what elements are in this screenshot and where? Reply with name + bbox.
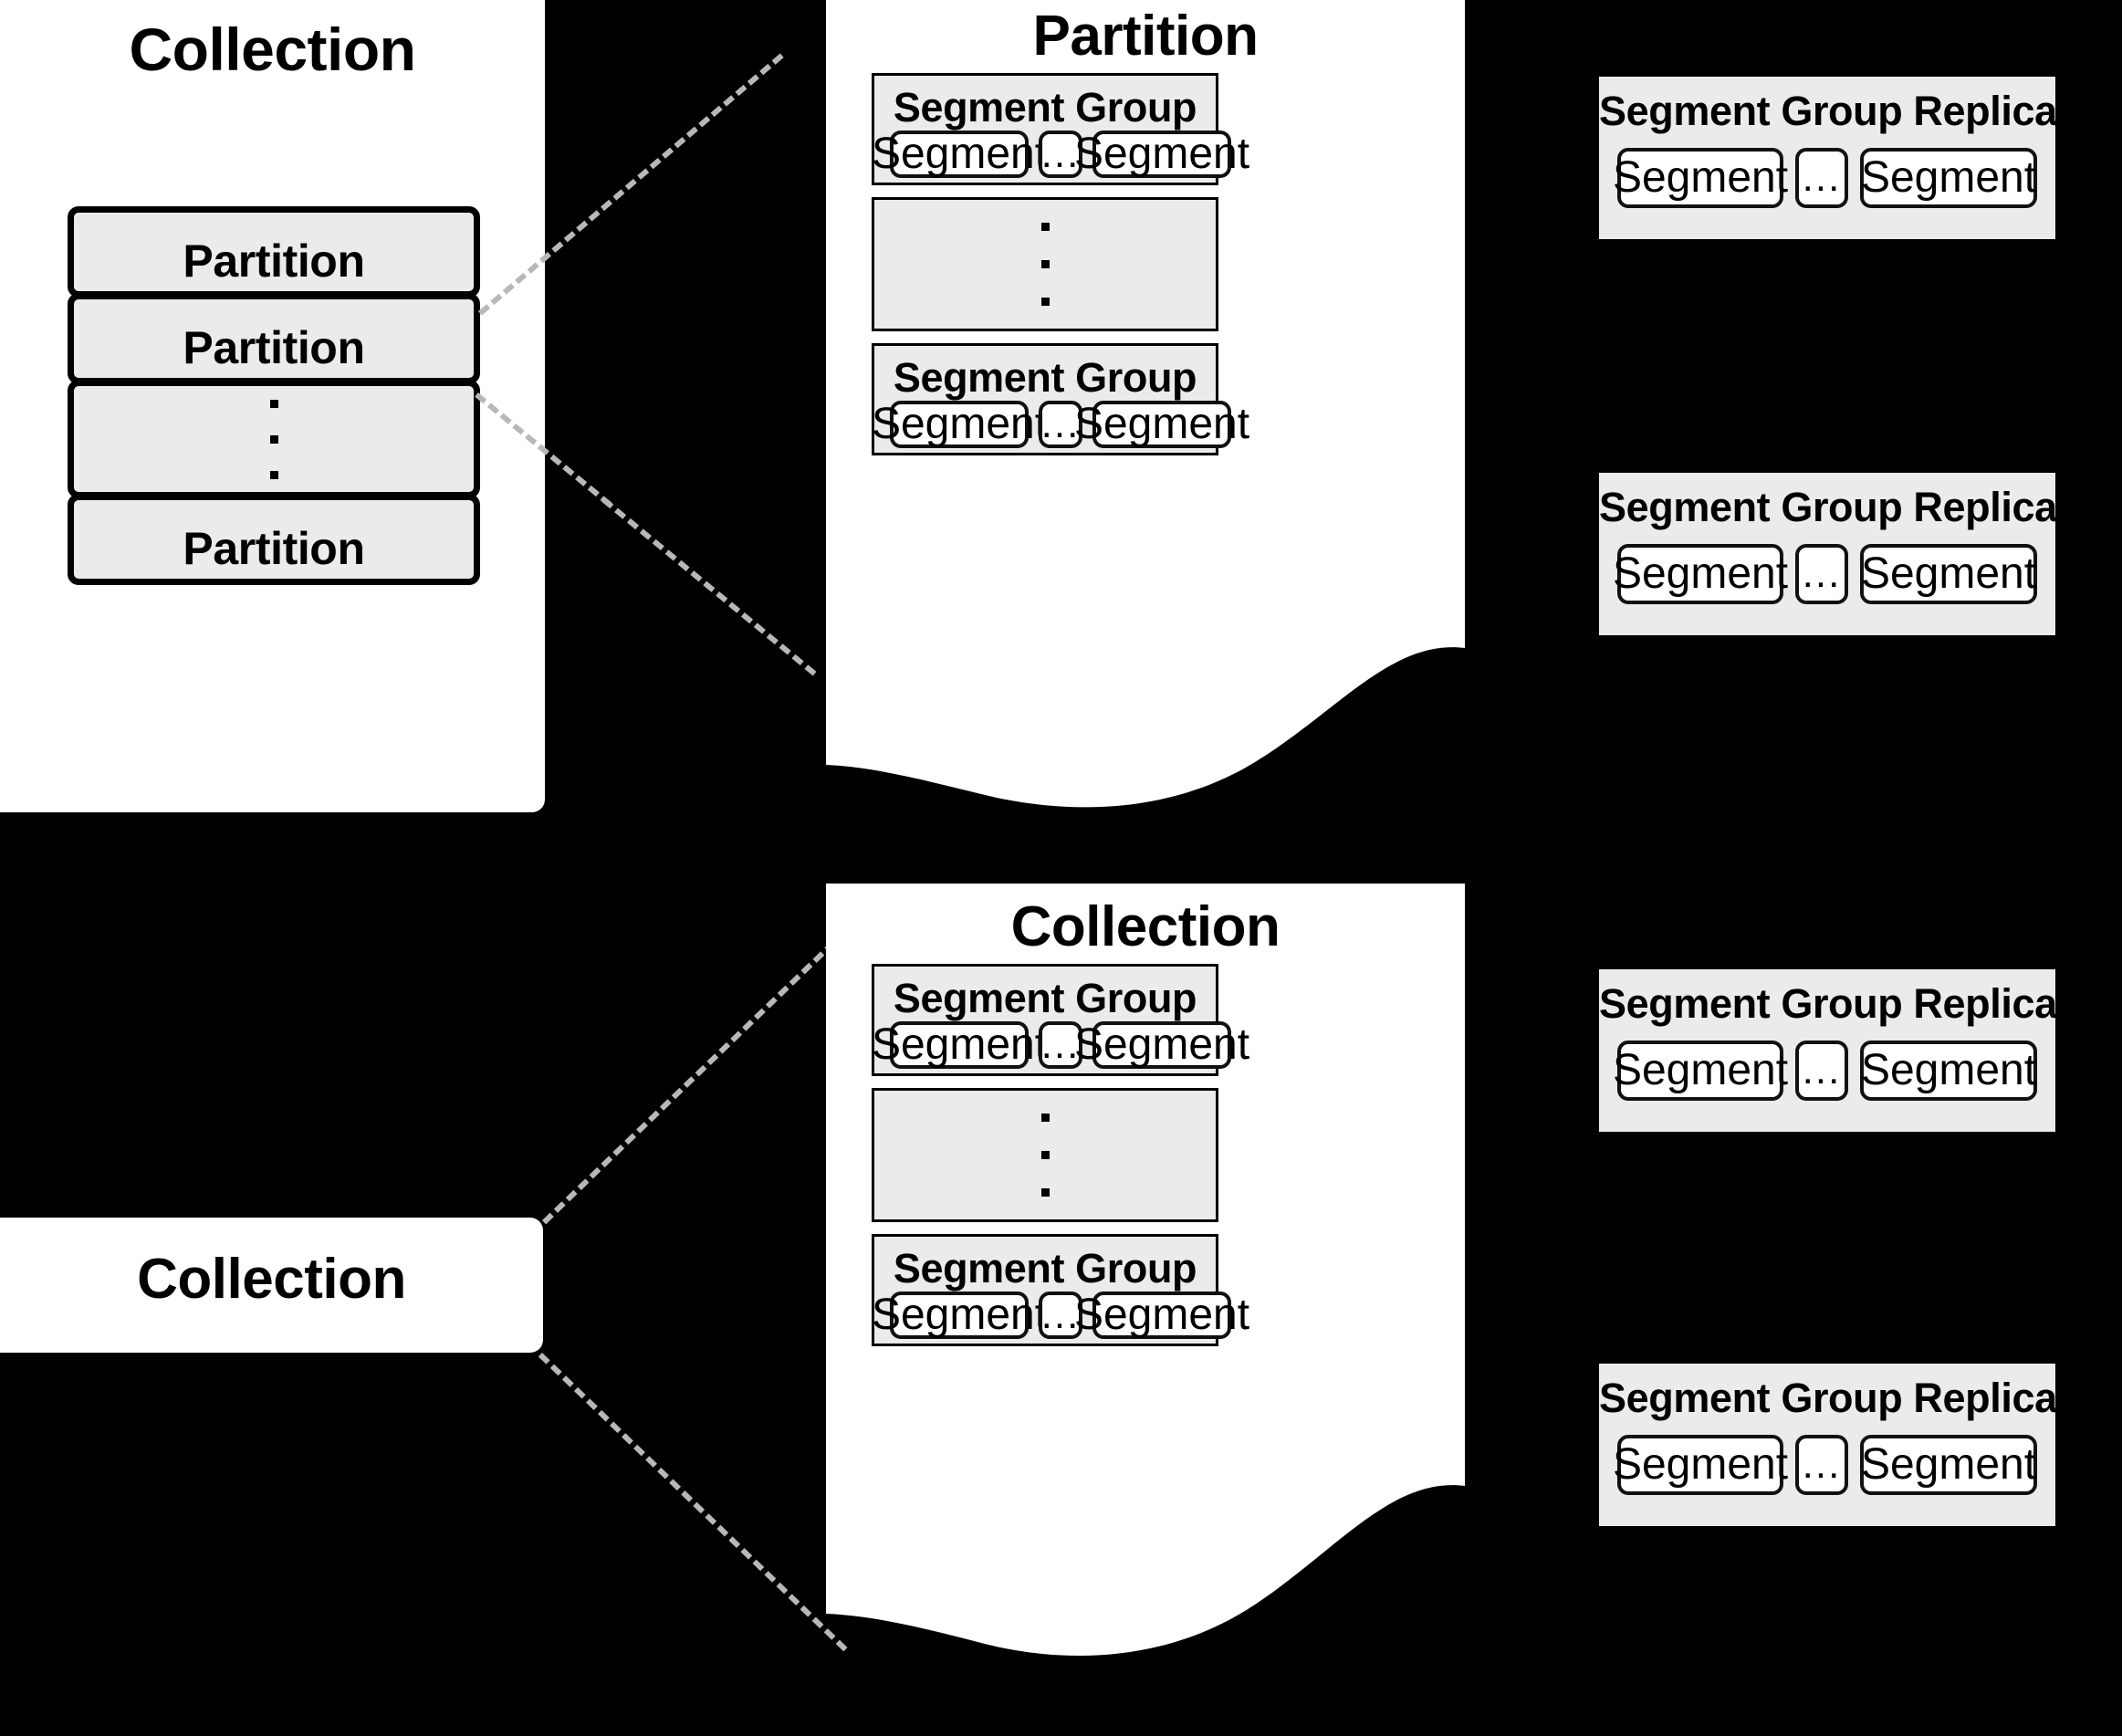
segment-ellipsis-icon: ... — [1795, 544, 1848, 604]
segment-box[interactable]: Segment — [871, 130, 1048, 178]
segment-group-label: Segment Group — [893, 975, 1197, 1021]
partition-row-label: Partition — [183, 235, 365, 287]
collection-node-title: Collection — [137, 1248, 406, 1311]
segment-box[interactable]: Segment — [1613, 148, 1788, 208]
segment-group-ellipsis — [872, 1088, 1218, 1222]
segment-box[interactable]: Segment — [1860, 1435, 2037, 1495]
segment-box[interactable]: Segment — [1073, 1291, 1250, 1339]
partition-row-label: Partition — [183, 523, 365, 574]
collection-panel-title: Collection — [129, 16, 416, 83]
segment-group-replica-label: Segment Group Replica — [1599, 1375, 2057, 1421]
segment-group[interactable]: Segment Group Segment ... Segment — [871, 343, 1249, 455]
segment-group-replica[interactable]: Segment Group Replica Segment ... Segmen… — [1599, 473, 2057, 635]
partition-row-label: Partition — [183, 322, 365, 373]
segment-ellipsis-icon: ... — [1795, 148, 1848, 208]
partition-row[interactable]: Partition — [68, 206, 480, 298]
segment-box[interactable]: Segment — [871, 1020, 1048, 1069]
segment-ellipsis-icon: ... — [1795, 1041, 1848, 1101]
segment-box[interactable]: Segment — [871, 400, 1048, 448]
segment-group-label: Segment Group — [893, 1245, 1197, 1292]
vertical-ellipsis-icon — [874, 200, 1216, 329]
segment-box[interactable]: Segment — [1613, 544, 1788, 604]
segment-ellipsis-icon: ... — [1039, 1021, 1082, 1069]
segment-group-replica-label: Segment Group Replica — [1599, 980, 2057, 1027]
segment-box[interactable]: Segment — [1073, 400, 1250, 448]
segment-box[interactable]: Segment — [1613, 1435, 1788, 1495]
segment-group-replica[interactable]: Segment Group Replica Segment ... Segmen… — [1599, 969, 2057, 1132]
collection-detail-panel-title: Collection — [1010, 895, 1281, 958]
segment-group[interactable]: Segment Group Segment ... Segment — [871, 73, 1249, 185]
segment-group-replica[interactable]: Segment Group Replica Segment ... Segmen… — [1599, 77, 2057, 239]
segment-group[interactable]: Segment Group Segment ... Segment — [871, 964, 1249, 1076]
segment-box[interactable]: Segment — [1073, 1020, 1250, 1069]
connector-partition-bottom-2 — [601, 497, 817, 676]
segment-box[interactable]: Segment — [1860, 1041, 2037, 1101]
vertical-ellipsis-icon — [874, 1091, 1216, 1219]
segment-box[interactable]: Segment — [871, 1291, 1048, 1339]
segment-box[interactable]: Segment — [1860, 148, 2037, 208]
partition-row-ellipsis — [68, 380, 480, 498]
partition-row[interactable]: Partition — [68, 494, 480, 585]
vertical-ellipsis-icon — [74, 386, 474, 492]
partition-panel: Partition Segment Group Segment ... Segm… — [826, 0, 1465, 821]
segment-box[interactable]: Segment — [1073, 130, 1250, 178]
segment-group-label: Segment Group — [893, 84, 1197, 131]
segment-ellipsis-icon: ... — [1039, 1292, 1082, 1339]
partition-panel-title: Partition — [1032, 5, 1259, 68]
segment-group-label: Segment Group — [893, 354, 1197, 401]
collection-detail-panel: Collection Segment Group Segment ... Seg… — [826, 884, 1465, 1736]
connector-collection-top — [542, 928, 849, 1225]
segment-group-replica-label: Segment Group Replica — [1599, 484, 2057, 530]
connector-collection-bottom — [538, 1353, 848, 1652]
partition-row-selected[interactable]: Partition — [68, 293, 480, 384]
collection-node[interactable]: Collection — [0, 1218, 543, 1353]
segment-group[interactable]: Segment Group Segment ... Segment — [871, 1234, 1249, 1346]
segment-group-replica-label: Segment Group Replica — [1599, 88, 2057, 134]
segment-box[interactable]: Segment — [1613, 1041, 1788, 1101]
segment-box[interactable]: Segment — [1860, 544, 2037, 604]
segment-ellipsis-icon: ... — [1795, 1435, 1848, 1495]
collection-panel: Collection Partition Partition Partition — [0, 0, 545, 812]
segment-ellipsis-icon: ... — [1039, 401, 1082, 448]
segment-ellipsis-icon: ... — [1039, 131, 1082, 178]
segment-group-replica[interactable]: Segment Group Replica Segment ... Segmen… — [1599, 1364, 2057, 1526]
segment-group-ellipsis — [872, 197, 1218, 331]
